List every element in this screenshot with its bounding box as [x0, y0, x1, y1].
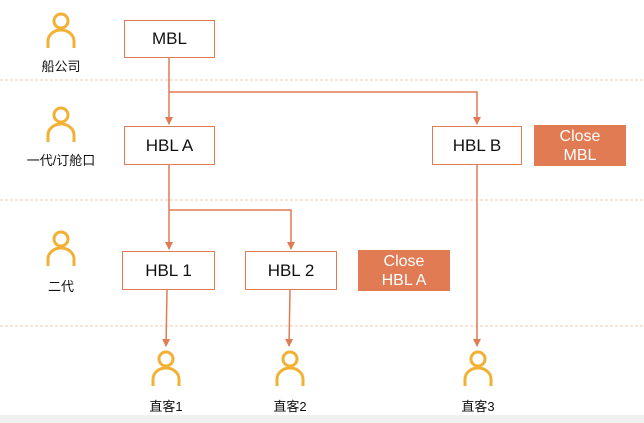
customer-label-3: 直客3 — [461, 399, 495, 414]
footer-band — [0, 415, 644, 423]
person-icon — [46, 12, 76, 48]
box-hbl-b: HBL B — [432, 126, 522, 165]
person-icon — [463, 350, 493, 386]
box-hbl-a: HBL A — [124, 126, 215, 165]
connector-hbl-a-to-hbl-2 — [169, 209, 295, 250]
role-label-shipping-company: 船公司 — [41, 59, 81, 74]
note-close-hbl-a: Close HBL A — [358, 250, 450, 291]
note-close-hbl-a-line1: Close — [383, 252, 425, 270]
box-hbl-1: HBL 1 — [122, 251, 215, 290]
person-icon — [46, 230, 76, 266]
connector-mbl-to-hbl-b — [169, 91, 481, 125]
person-icon — [275, 350, 305, 386]
customer-label-2: 直客2 — [273, 399, 307, 414]
box-hbl-2: HBL 2 — [245, 251, 337, 290]
connector-hbl-2-to-customer-2 — [285, 289, 294, 347]
role-label-second-forwarder: 二代 — [47, 279, 74, 294]
person-icon — [46, 106, 76, 142]
note-close-mbl-line2: MBL — [563, 146, 597, 164]
customer-label-1: 直客1 — [149, 399, 183, 414]
note-close-mbl: Close MBL — [534, 125, 626, 166]
role-label-first-forwarder: 一代/订舱口 — [26, 153, 96, 168]
box-mbl: MBL — [124, 20, 215, 58]
person-icon — [151, 350, 181, 386]
note-close-hbl-a-line2: HBL A — [381, 271, 427, 289]
note-close-mbl-line1: Close — [559, 127, 601, 145]
connector-hbl-1-to-customer-1 — [162, 289, 171, 347]
